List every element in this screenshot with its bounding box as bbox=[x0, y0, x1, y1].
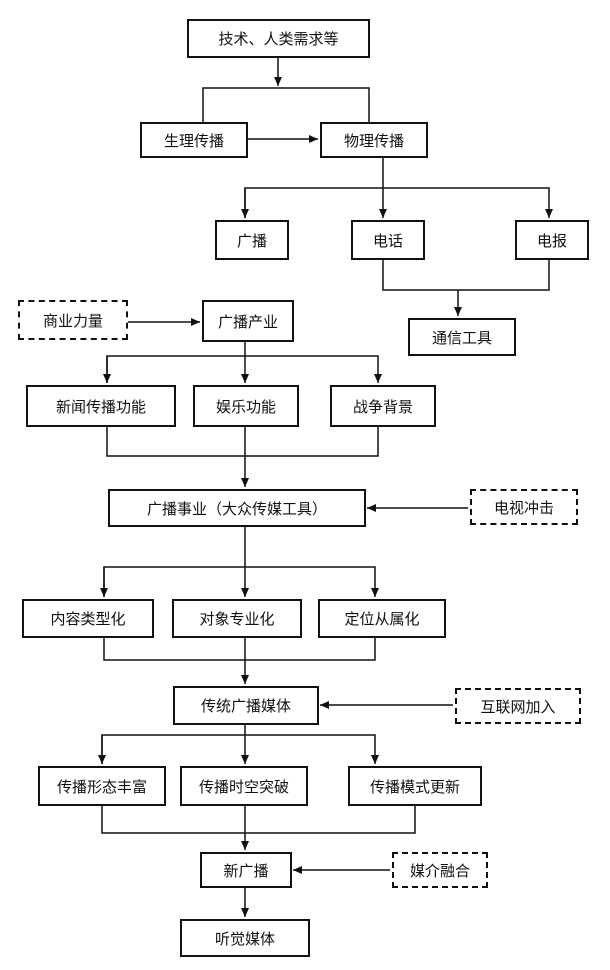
node-spacetime-breakthrough: 传播时空突破 bbox=[180, 766, 308, 806]
node-new-broadcast: 新广播 bbox=[200, 852, 292, 888]
node-entertainment-function: 娱乐功能 bbox=[193, 385, 299, 427]
node-physical-communication: 物理传播 bbox=[320, 122, 428, 158]
node-media-fusion: 媒介融合 bbox=[392, 852, 488, 888]
node-commercial-forces: 商业力量 bbox=[18, 300, 128, 340]
node-war-background: 战争背景 bbox=[330, 385, 436, 427]
node-communication-tools: 通信工具 bbox=[408, 318, 516, 356]
node-content-typification: 内容类型化 bbox=[22, 599, 154, 638]
node-broadcast: 广播 bbox=[215, 220, 289, 260]
node-mode-update: 传播模式更新 bbox=[348, 766, 482, 806]
node-audio-media: 听觉媒体 bbox=[180, 919, 310, 957]
node-broadcast-industry: 广播产业 bbox=[202, 300, 294, 342]
node-form-enrichment: 传播形态丰富 bbox=[38, 766, 166, 806]
node-tech-needs: 技术、人类需求等 bbox=[187, 19, 370, 58]
node-physiological-communication: 生理传播 bbox=[140, 122, 248, 158]
node-news-function: 新闻传播功能 bbox=[26, 385, 176, 427]
node-telephone: 电话 bbox=[351, 220, 425, 260]
node-traditional-broadcast-media: 传统广播媒体 bbox=[173, 686, 319, 725]
node-positioning-subordination: 定位从属化 bbox=[318, 599, 446, 638]
node-audience-specialization: 对象专业化 bbox=[172, 599, 302, 638]
node-telegraph: 电报 bbox=[515, 220, 589, 260]
node-internet-joining: 互联网加入 bbox=[455, 688, 581, 724]
node-broadcast-cause: 广播事业（大众传媒工具） bbox=[108, 489, 366, 527]
node-tv-impact: 电视冲击 bbox=[470, 489, 578, 525]
